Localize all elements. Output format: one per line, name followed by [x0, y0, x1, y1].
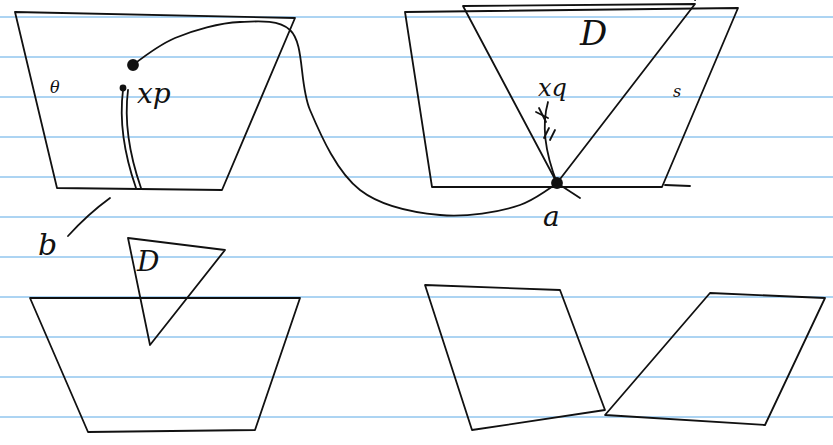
triangle-region: D: [125, 235, 230, 350]
region-outline: [30, 298, 300, 432]
shape-outline: [400, 4, 745, 209]
region-outline: [605, 293, 825, 425]
line-stub: [665, 185, 690, 186]
shape-outline: [128, 238, 225, 345]
leader-line: [68, 198, 110, 236]
leader-label: b: [38, 230, 57, 260]
tick-mark: [550, 130, 555, 140]
math-symbol: xq: [538, 76, 567, 100]
region-outline: θ xp: [12, 8, 300, 194]
math-symbol: D: [580, 16, 607, 50]
point-label: a: [543, 203, 560, 231]
math-symbol: s: [673, 84, 681, 100]
region-outline: sDxq: [400, 4, 745, 209]
math-symbol: D: [137, 248, 159, 276]
shape-outline: [15, 12, 295, 190]
tick-mark: [544, 128, 549, 138]
tick-mark: [539, 108, 546, 122]
math-symbol: xp: [137, 80, 171, 108]
point-dot: [128, 60, 138, 70]
point-dot: [121, 86, 126, 91]
triangle-region: Dxq: [460, 4, 700, 186]
math-symbol: θ: [50, 80, 60, 96]
region-outline: [425, 285, 605, 430]
shape-outline: [405, 8, 738, 187]
shape-outline: [463, 4, 695, 183]
